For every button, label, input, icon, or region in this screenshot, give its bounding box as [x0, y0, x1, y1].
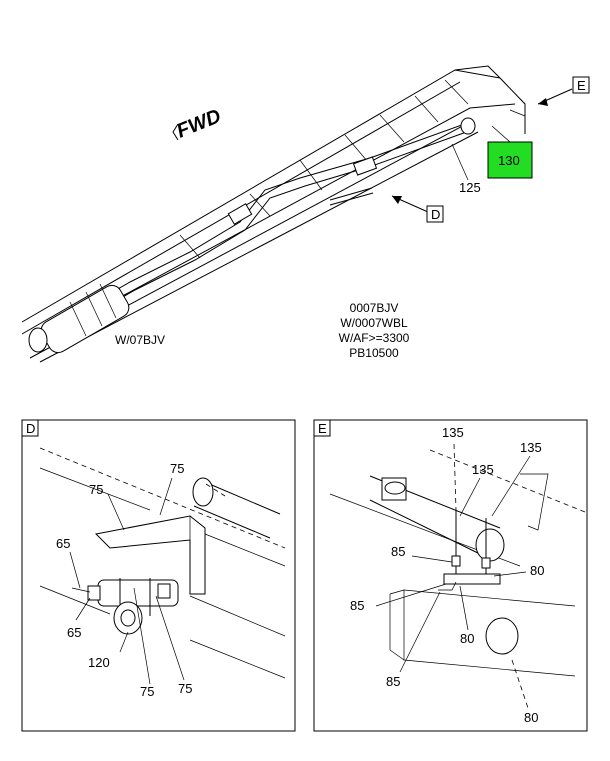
applicability-notes: 0007BJV W/0007WBL W/AF>=3300 PB10500: [339, 301, 410, 360]
label-85-upper: 85: [391, 544, 405, 559]
view-e-ref[interactable]: E: [577, 78, 586, 93]
label-135-right: 135: [520, 440, 542, 455]
detail-e-panel: E 135 135 135 85: [313, 419, 588, 732]
label-75-left: 75: [89, 482, 103, 497]
view-d-ref[interactable]: D: [431, 207, 440, 222]
label-80-mid: 80: [460, 631, 474, 646]
label-75-bottom-left: 75: [140, 684, 154, 699]
label-135-top: 135: [442, 425, 464, 440]
label-135-mid: 135: [472, 462, 494, 477]
callout-130[interactable]: 130: [498, 153, 520, 168]
fwd-label: FWD: [174, 105, 224, 142]
view-d-ref-box[interactable]: [426, 205, 444, 223]
note-line: W/0007WBL: [340, 316, 408, 330]
label-65-top: 65: [56, 536, 70, 551]
label-85-bottom: 85: [386, 674, 400, 689]
detail-d-title: D: [26, 421, 35, 436]
note-line: PB10500: [349, 346, 399, 360]
exhaust-pipe: [28, 117, 476, 354]
callout-130-highlight[interactable]: [487, 141, 533, 179]
detail-d-panel: D 75 75 65 65: [21, 419, 296, 732]
ref-left-label: W/07BJV: [115, 333, 165, 347]
label-80-right: 80: [530, 563, 544, 578]
note-line: W/AF>=3300: [339, 331, 410, 345]
label-65-bottom: 65: [67, 625, 81, 640]
label-75-top: 75: [170, 461, 184, 476]
label-75-bottom-right: 75: [178, 681, 192, 696]
note-line: 0007BJV: [350, 301, 399, 315]
main-view: FWD 125 130 D E W/07BJV 0007BJV W/0007WB…: [21, 65, 590, 363]
label-120: 120: [88, 655, 110, 670]
callout-125: 125: [459, 180, 481, 195]
label-80-bottom: 80: [524, 710, 538, 725]
detail-e-title: E: [318, 421, 327, 436]
label-85-left: 85: [350, 598, 364, 613]
view-e-ref-box[interactable]: [572, 76, 590, 94]
fwd-indicator: FWD: [172, 105, 224, 143]
